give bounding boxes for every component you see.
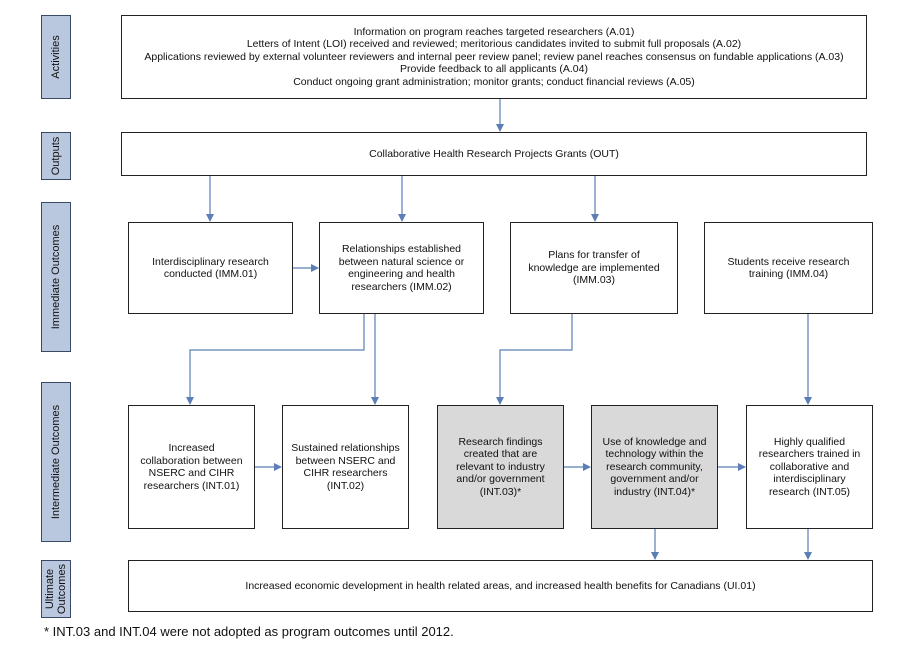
output-box: Collaborative Health Research Projects G…	[121, 132, 867, 176]
int05-text: Highly qualified researchers trained in …	[758, 435, 861, 498]
activity-a05: Conduct ongoing grant administration; mo…	[293, 75, 695, 88]
imm02-text: Relationships established between natura…	[338, 243, 465, 293]
activity-a03: Applications reviewed by external volunt…	[144, 50, 844, 63]
stage-label-ultimate: Ultimate Outcomes	[41, 560, 71, 618]
immediate-outcome-imm01: Interdisciplinary research conducted (IM…	[128, 222, 293, 314]
ui01-text: Increased economic development in health…	[245, 579, 756, 592]
intermediate-outcome-int04: Use of knowledge and technology within t…	[591, 405, 718, 529]
footnote: * INT.03 and INT.04 were not adopted as …	[44, 624, 454, 639]
imm03-text: Plans for transfer of knowledge are impl…	[528, 249, 660, 287]
intermediate-outcome-int05: Highly qualified researchers trained in …	[746, 405, 873, 529]
activities-box: Information on program reaches targeted …	[121, 15, 867, 99]
stage-label-outputs: Outputs	[41, 132, 71, 180]
ultimate-outcome-ui01: Increased economic development in health…	[128, 560, 873, 612]
immediate-outcome-imm04: Students receive research training (IMM.…	[704, 222, 873, 314]
int04-text: Use of knowledge and technology within t…	[602, 435, 707, 498]
activity-a04: Provide feedback to all applicants (A.04…	[400, 63, 588, 76]
stage-label-intermediate: Intermediate Outcomes	[41, 382, 71, 542]
output-text: Collaborative Health Research Projects G…	[369, 147, 619, 160]
stage-label-activities: Activities	[41, 15, 71, 99]
intermediate-outcome-int03: Research findings created that are relev…	[437, 405, 564, 529]
activity-a01: Information on program reaches targeted …	[353, 25, 635, 38]
intermediate-outcome-int01: Increased collaboration between NSERC an…	[128, 405, 255, 529]
stage-label-immediate: Immediate Outcomes	[41, 202, 71, 352]
imm01-text: Interdisciplinary research conducted (IM…	[152, 255, 269, 281]
int01-text: Increased collaboration between NSERC an…	[140, 442, 243, 492]
arrow-imm02-to-int01	[186, 314, 365, 405]
int02-text: Sustained relationships between NSERC an…	[291, 442, 400, 492]
int03-text: Research findings created that are relev…	[456, 435, 545, 498]
activity-a02: Letters of Intent (LOI) received and rev…	[246, 38, 742, 51]
immediate-outcome-imm02: Relationships established between natura…	[319, 222, 484, 314]
imm04-text: Students receive research training (IMM.…	[727, 255, 850, 281]
intermediate-outcome-int02: Sustained relationships between NSERC an…	[282, 405, 409, 529]
arrow-imm03-to-int03	[496, 314, 573, 405]
immediate-outcome-imm03: Plans for transfer of knowledge are impl…	[510, 222, 678, 314]
